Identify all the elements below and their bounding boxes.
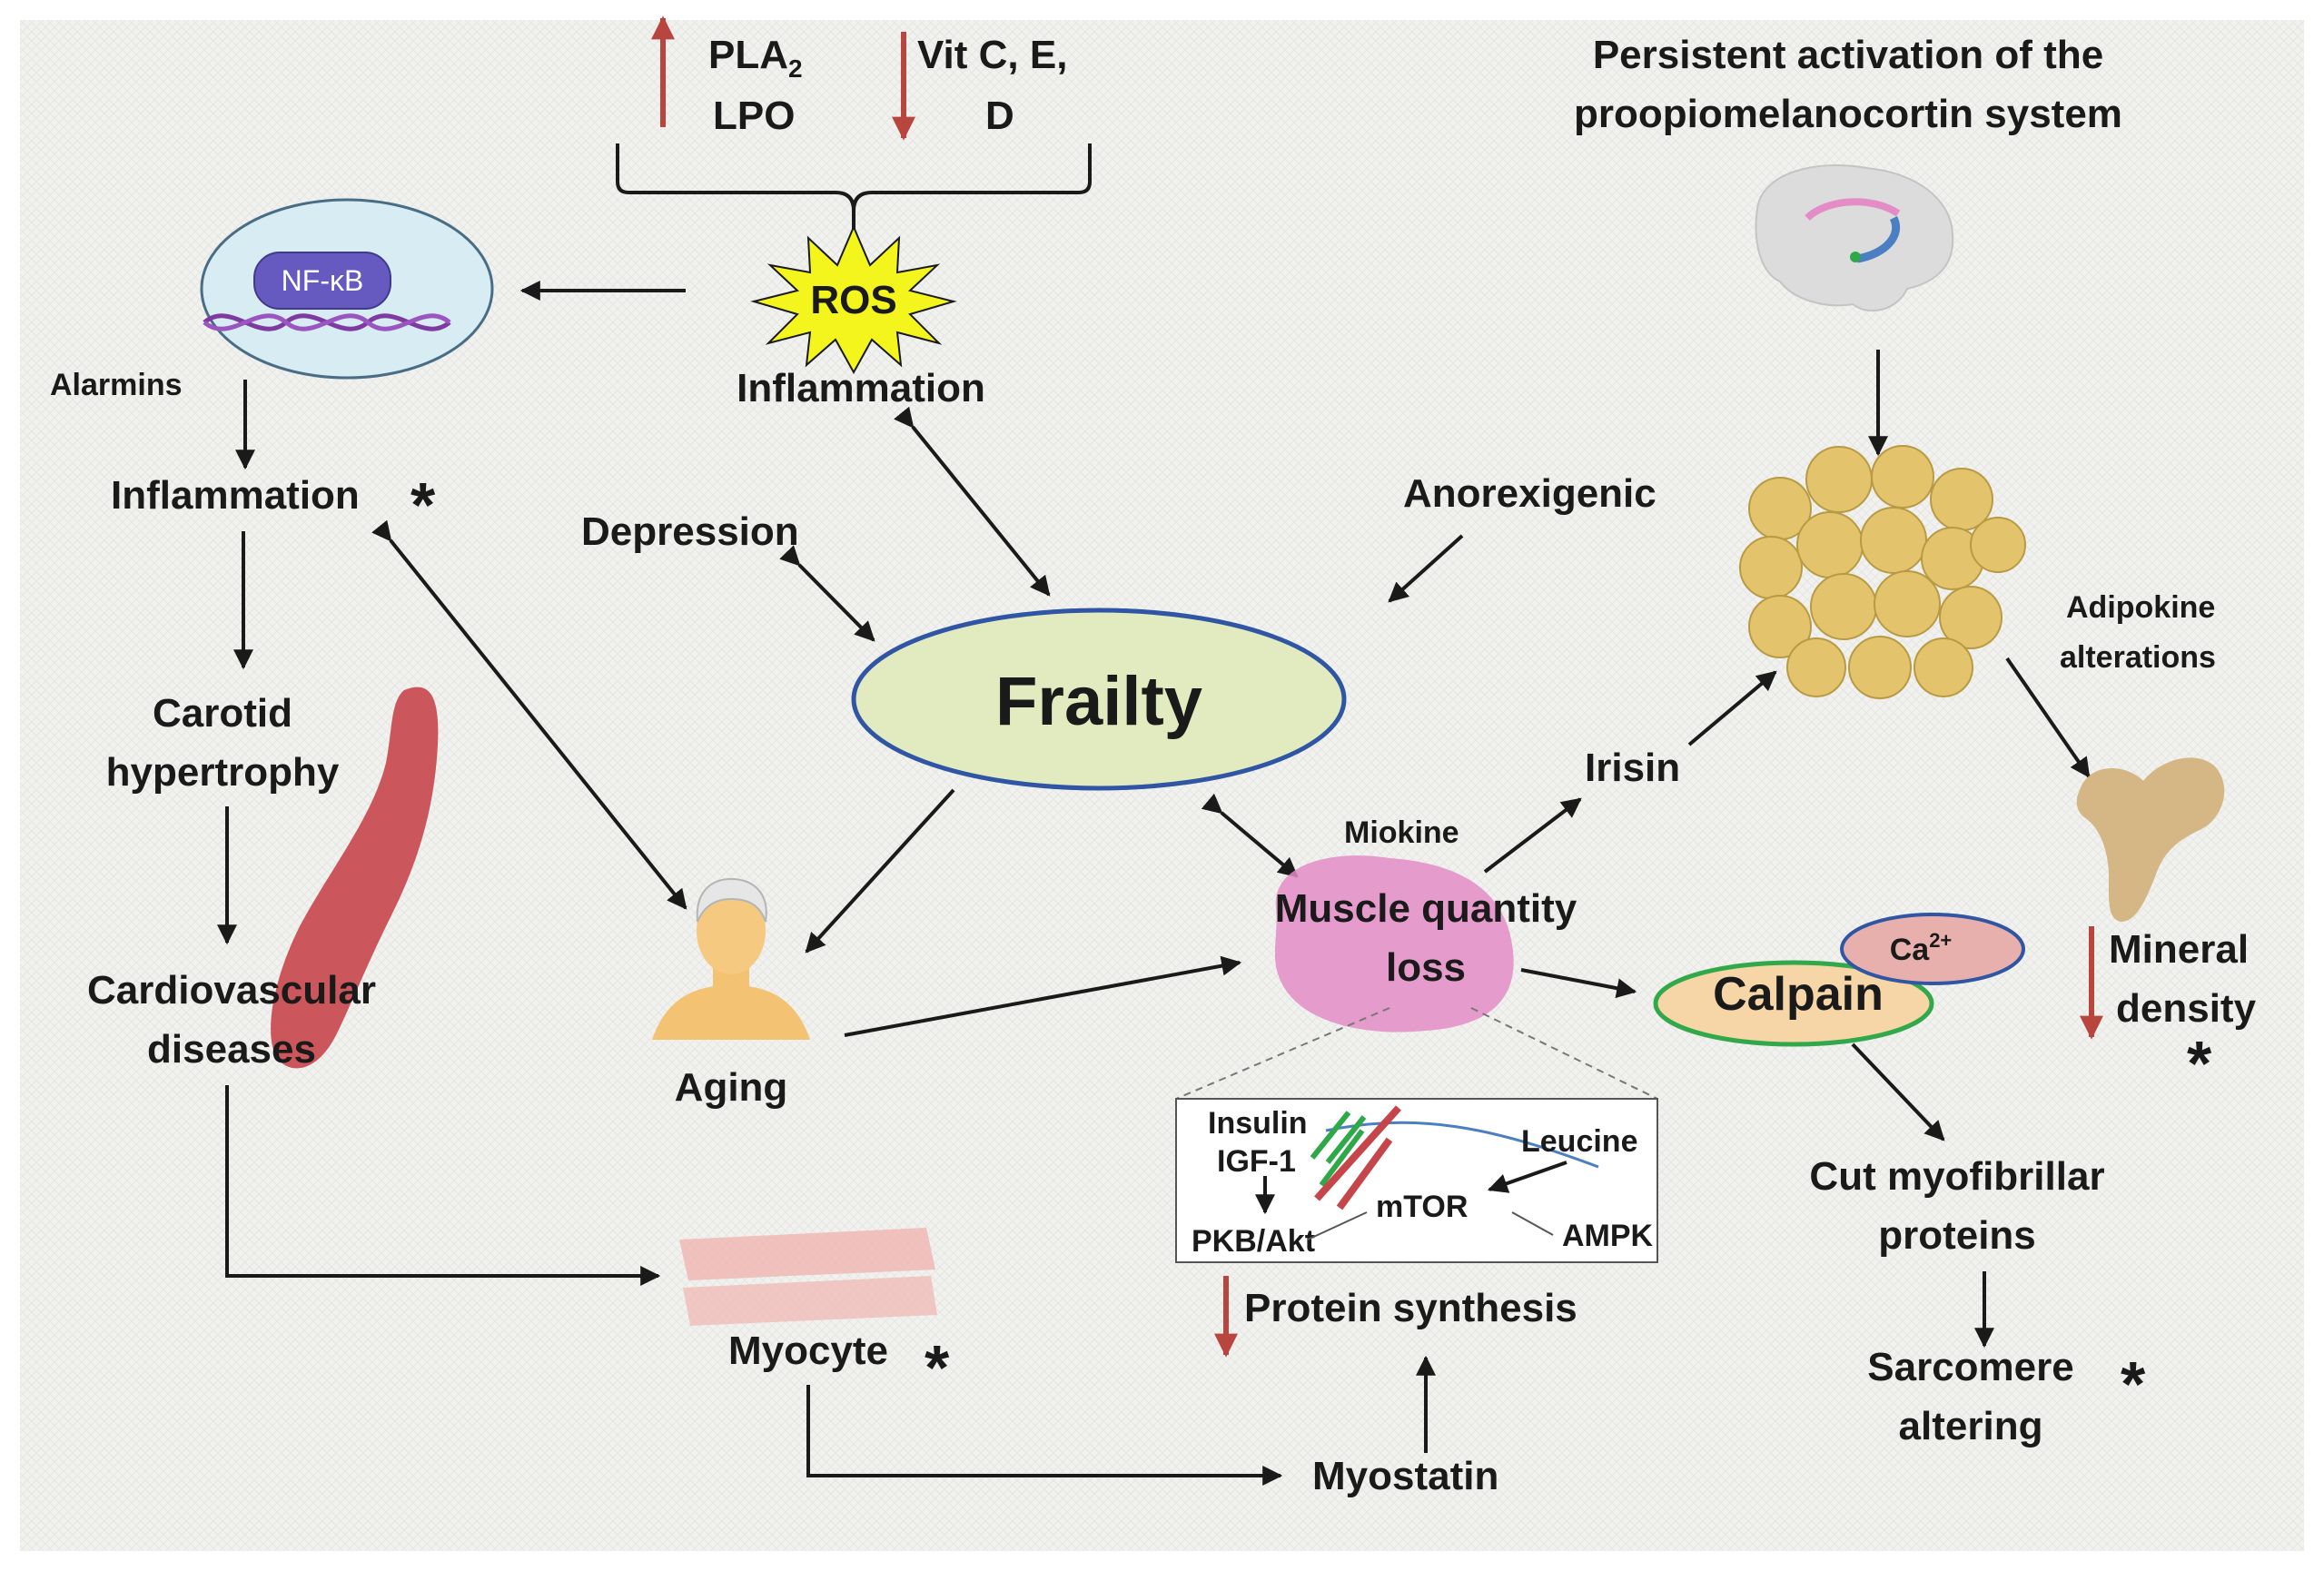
carotid-label-line2: hypertrophy [106,750,340,795]
ros-label: ROS [810,278,896,322]
elderly-person-icon [652,877,810,1040]
ros-starburst-icon [750,224,957,375]
bone-icon [2076,757,2225,922]
arrow-frailty-to-aging [805,788,955,953]
ampk-label: AMPK [1562,1219,1654,1253]
sarcomere-label-line2: altering [1899,1404,2043,1448]
cut-proteins-label-line1: Cut myofibrillar [1809,1154,2104,1199]
calpain-ellipse [1653,960,1934,1047]
cut-proteins-label-line2: proteins [1878,1213,2036,1258]
arrow-adipose-to-bone [2005,657,2091,778]
calcium-label: Ca2+ [1890,929,1953,967]
zoom-line-left [1175,1007,1390,1100]
myostatin-label: Myostatin [1312,1454,1498,1498]
pla2-label: PLA2 [708,33,803,83]
depression-label: Depression [581,509,799,554]
protein-synthesis-label: Protein synthesis [1244,1286,1577,1330]
asterisk-myocyte: * [925,1332,950,1403]
signaling-inset-box [1175,1098,1658,1263]
pomc-label-line2: proopiomelanocortin system [1574,92,2122,136]
nfkb-protein-icon [253,252,391,310]
muscle-label-line2: loss [1386,945,1466,990]
arrow-calpain-to-proteins [1851,1042,1945,1141]
brain-icon [1755,164,1954,312]
anorexigenic-label: Anorexigenic [1403,471,1656,516]
sarcomere-label-line1: Sarcomere [1867,1345,2073,1389]
insulin-label: Insulin [1208,1106,1308,1141]
mineral-label-line2: density [2116,986,2257,1031]
dna-strand-icon-2 [203,313,451,331]
inhibit-line-ampk [1511,1211,1554,1236]
leucine-label: Leucine [1521,1124,1637,1159]
inflammation-left-label: Inflammation [111,473,360,518]
arrow-depression-frailty [779,545,875,642]
irisin-label: Irisin [1585,746,1680,790]
lpo-label: LPO [713,94,795,138]
curly-brace [616,143,1092,234]
cvd-label-line1: Cardiovascular [87,968,376,1013]
arrow-frailty-muscle [1201,793,1299,878]
arrow-muscle-to-calpain [1520,968,1637,999]
zoom-line-right [1470,1007,1658,1100]
calpain-label: Calpain [1713,968,1884,1021]
arrow-inflammation-aging [371,519,687,910]
aging-label: Aging [675,1065,788,1110]
arrow-muscle-to-irisin [1483,797,1582,874]
arrow-anorexigenic-to-frailty [1388,534,1464,603]
cvd-label-line2: diseases [147,1027,316,1072]
inhibit-line-pkb [1307,1211,1368,1240]
miokine-label: Miokine [1344,815,1459,850]
vit-label-line1: Vit C, E, [917,33,1067,77]
carotid-label-line1: Carotid [153,691,292,736]
frailty-ellipse [851,608,1347,791]
adipokine-label-line1: Adipokine [2066,590,2215,625]
inflammation-top-label: Inflammation [737,366,985,410]
pkb-label: PKB/Akt [1192,1224,1315,1259]
myocyte-label: Myocyte [728,1329,888,1373]
muscle-label-line1: Muscle quantity [1275,886,1577,931]
arrow-aging-to-muscle [844,955,1242,1037]
arrow-inflammation-frailty [893,406,1051,597]
vit-label-line2: D [985,94,1014,138]
arrow-myocyte-to-myostatin [806,1385,1283,1486]
muscle-tissue-icon [1274,855,1514,1033]
igf1-label: IGF-1 [1217,1144,1296,1179]
calcium-ellipse [1840,913,2025,985]
arrow-irisin-to-adipose [1687,670,1777,746]
adipose-tissue-icon [1739,445,2026,699]
asterisk-sarcomere: * [2121,1349,2146,1419]
arrow-cvd-to-myocyte [225,1085,661,1286]
mtor-label: mTOR [1376,1190,1468,1224]
ribosome-icon [1310,1105,1401,1210]
asterisk-mineral: * [2187,1028,2212,1099]
adipokine-label-line2: alterations [2060,640,2216,675]
alarmins-label: Alarmins [50,368,183,402]
arrow-leucine-to-mtor [1487,1161,1567,1193]
asterisk-inflammation: * [410,469,436,540]
myocyte-icon [679,1228,937,1326]
pomc-label-line1: Persistent activation of the [1593,33,2103,77]
nfkb-label: NF-κB [282,264,364,297]
mineral-label-line1: Mineral [2109,927,2249,972]
frailty-label: Frailty [995,663,1202,740]
